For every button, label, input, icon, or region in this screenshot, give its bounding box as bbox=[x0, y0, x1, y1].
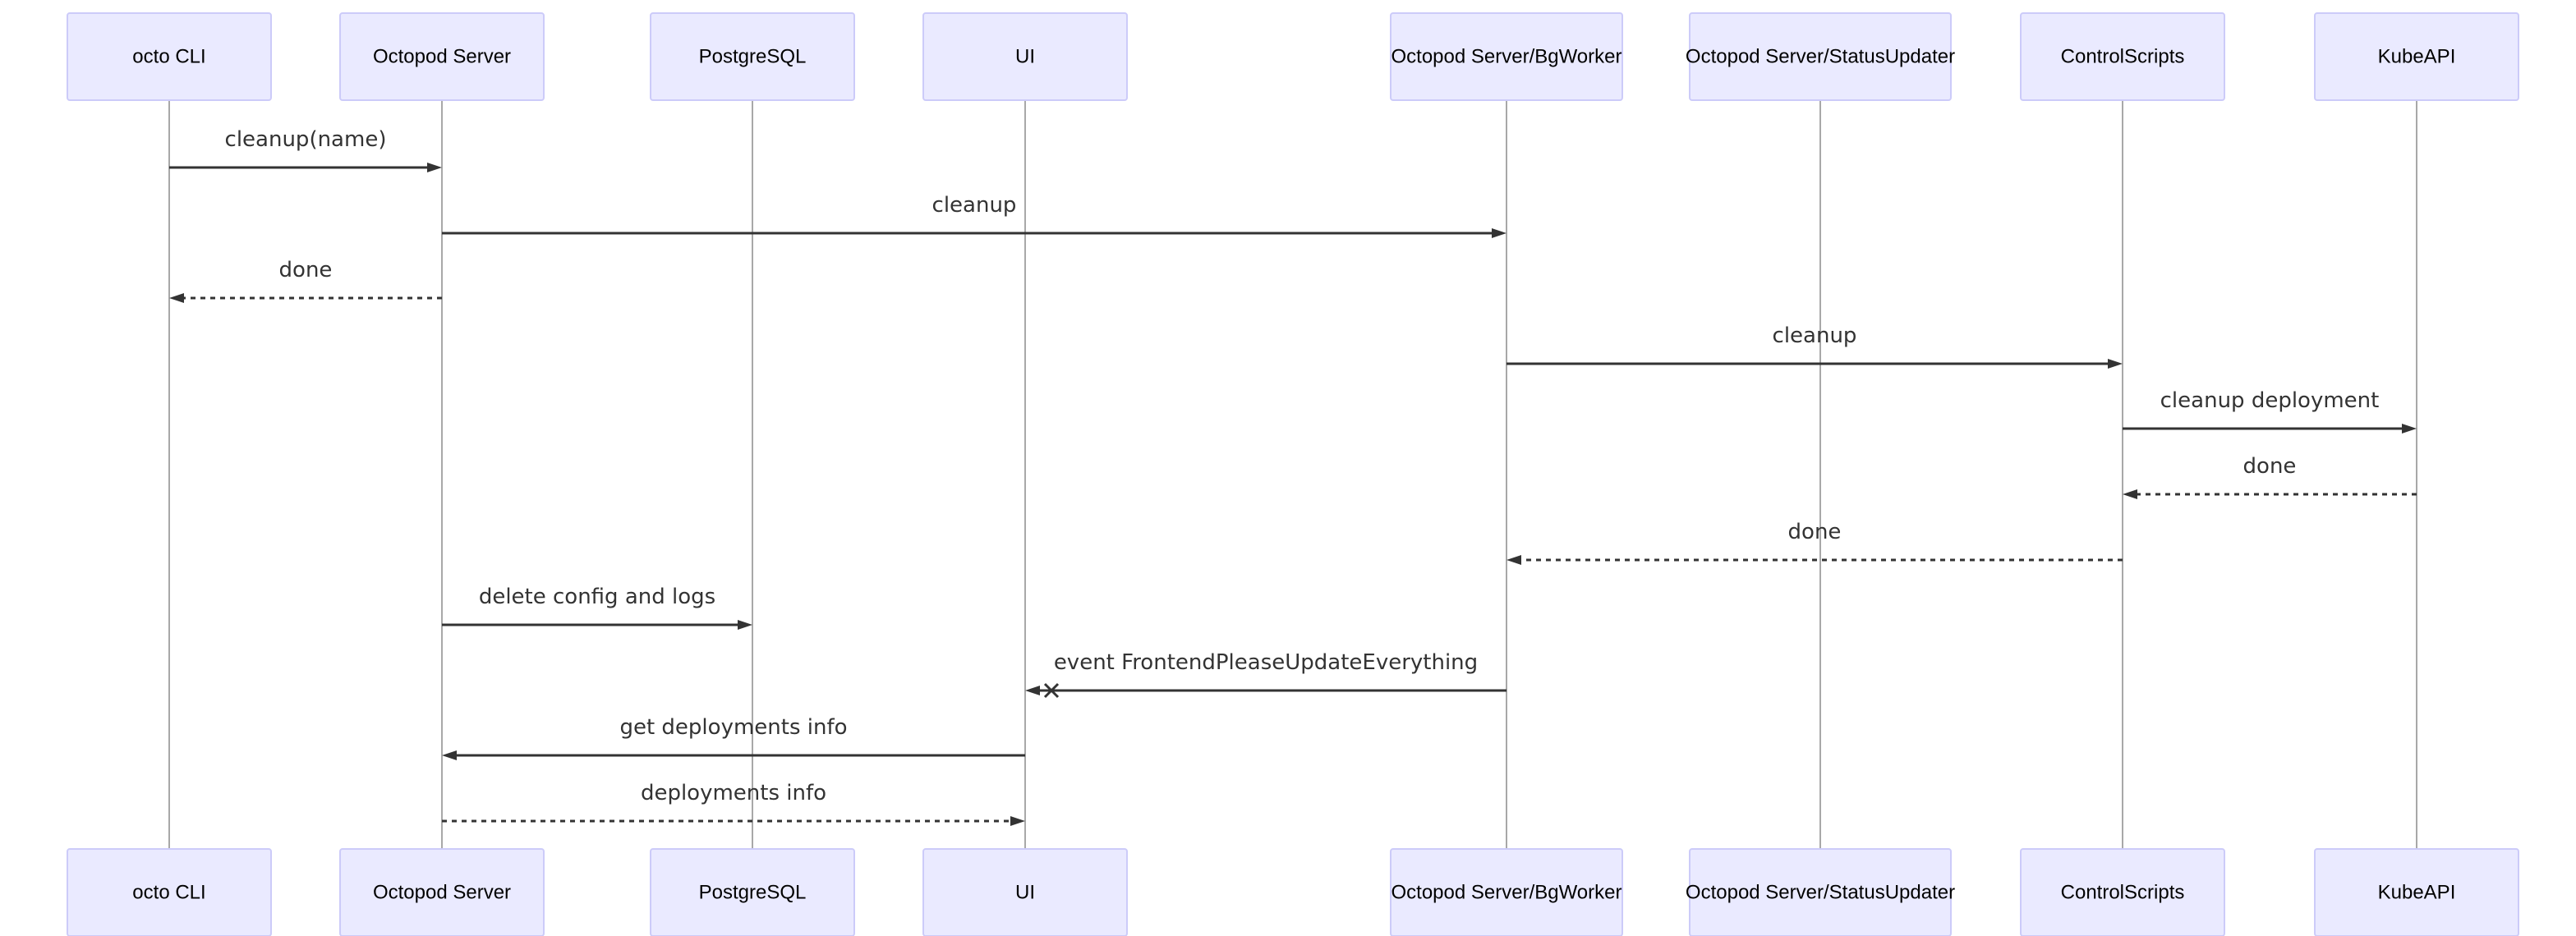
message-6: done bbox=[2123, 454, 2417, 499]
arrow-head bbox=[1506, 555, 1521, 565]
message-label: cleanup bbox=[1773, 323, 1857, 348]
message-label: cleanup bbox=[932, 193, 1017, 218]
participant-box bbox=[2020, 848, 2225, 936]
participants-top: octo CLI Octopod Server PostgreSQL UI Octopo… bbox=[67, 12, 2519, 101]
participant-bottom-bgworker: Octopod Server/BgWorker bbox=[1390, 848, 1623, 936]
participant-box bbox=[1689, 12, 1952, 101]
participant-top-status_updater: Octopod Server/StatusUpdater bbox=[1686, 12, 1955, 101]
participant-bottom-status_updater: Octopod Server/StatusUpdater bbox=[1686, 848, 1955, 936]
participant-label: KubeAPI bbox=[2378, 46, 2456, 68]
participant-top-octo_cli: octo CLI bbox=[67, 12, 272, 101]
message-11: deployments info bbox=[442, 781, 1025, 826]
participant-label: UI bbox=[1015, 882, 1035, 904]
participant-box bbox=[650, 12, 855, 101]
participant-top-control_scripts: ControlScripts bbox=[2020, 12, 2225, 101]
arrow-head bbox=[1492, 228, 1506, 238]
arrow-head bbox=[738, 620, 752, 630]
message-2: cleanup bbox=[442, 193, 1506, 238]
participant-box bbox=[1390, 12, 1623, 101]
participant-top-ui: UI bbox=[922, 12, 1128, 101]
arrow-head bbox=[427, 163, 442, 172]
participant-box bbox=[922, 12, 1128, 101]
participant-label: KubeAPI bbox=[2378, 882, 2456, 904]
arrow-head bbox=[2108, 359, 2123, 369]
message-10: get deployments info bbox=[442, 715, 1025, 760]
participant-box bbox=[1689, 848, 1952, 936]
participant-label: PostgreSQL bbox=[699, 882, 807, 904]
message-4: cleanup bbox=[1506, 323, 2123, 369]
participant-label: Octopod Server bbox=[373, 46, 511, 68]
participant-box bbox=[339, 12, 545, 101]
messages: cleanup(name) cleanup done cleanup cleanup d… bbox=[169, 127, 2417, 826]
message-7: done bbox=[1506, 520, 2123, 565]
message-label: delete config and logs bbox=[479, 585, 715, 609]
participant-label: Octopod Server/StatusUpdater bbox=[1686, 882, 1955, 904]
participant-top-server: Octopod Server bbox=[339, 12, 545, 101]
participant-label: PostgreSQL bbox=[699, 46, 807, 68]
participant-box bbox=[339, 848, 545, 936]
participant-box bbox=[922, 848, 1128, 936]
message-1: cleanup(name) bbox=[169, 127, 442, 172]
participant-bottom-server: Octopod Server bbox=[339, 848, 545, 936]
participant-top-bgworker: Octopod Server/BgWorker bbox=[1390, 12, 1623, 101]
cross-icon bbox=[1043, 682, 1060, 699]
arrow-head bbox=[1010, 816, 1025, 826]
message-label: get deployments info bbox=[619, 715, 847, 740]
participant-box bbox=[67, 848, 272, 936]
participant-label: Octopod Server/StatusUpdater bbox=[1686, 46, 1955, 68]
participant-box bbox=[67, 12, 272, 101]
message-5: cleanup deployment bbox=[2123, 388, 2417, 434]
participant-top-postgres: PostgreSQL bbox=[650, 12, 855, 101]
message-label: event FrontendPleaseUpdateEverything bbox=[1054, 650, 1478, 675]
participants-bottom: octo CLI Octopod Server PostgreSQL UI Octopo… bbox=[67, 848, 2519, 936]
participant-box bbox=[2314, 12, 2519, 101]
message-label: cleanup(name) bbox=[225, 127, 387, 152]
participant-label: Octopod Server/BgWorker bbox=[1391, 46, 1622, 68]
message-8: delete config and logs bbox=[442, 585, 752, 630]
arrow-head bbox=[2123, 489, 2137, 499]
message-9: event FrontendPleaseUpdateEverything bbox=[1025, 650, 1506, 699]
message-3: done bbox=[169, 258, 442, 303]
message-label: done bbox=[279, 258, 333, 282]
message-label: deployments info bbox=[641, 781, 826, 805]
message-label: cleanup deployment bbox=[2160, 388, 2380, 413]
message-label: done bbox=[1788, 520, 1842, 544]
participant-top-kubeapi: KubeAPI bbox=[2314, 12, 2519, 101]
participant-box bbox=[2020, 12, 2225, 101]
participant-label: ControlScripts bbox=[2061, 882, 2185, 904]
message-label: done bbox=[2243, 454, 2297, 479]
participant-label: octo CLI bbox=[132, 46, 205, 68]
lifelines bbox=[168, 100, 2417, 849]
arrow-head bbox=[1025, 686, 1040, 695]
participant-label: UI bbox=[1015, 46, 1035, 68]
participant-bottom-kubeapi: KubeAPI bbox=[2314, 848, 2519, 936]
participant-box bbox=[1390, 848, 1623, 936]
arrow-head bbox=[169, 293, 184, 303]
participant-label: octo CLI bbox=[132, 882, 205, 904]
arrow-head bbox=[442, 750, 457, 760]
participant-bottom-octo_cli: octo CLI bbox=[67, 848, 272, 936]
participant-label: ControlScripts bbox=[2061, 46, 2185, 68]
participant-bottom-control_scripts: ControlScripts bbox=[2020, 848, 2225, 936]
participant-bottom-postgres: PostgreSQL bbox=[650, 848, 855, 936]
participant-box bbox=[650, 848, 855, 936]
participant-label: Octopod Server/BgWorker bbox=[1391, 882, 1622, 904]
participant-label: Octopod Server bbox=[373, 882, 511, 904]
participant-box bbox=[2314, 848, 2519, 936]
arrow-head bbox=[2402, 424, 2417, 434]
participant-bottom-ui: UI bbox=[922, 848, 1128, 936]
